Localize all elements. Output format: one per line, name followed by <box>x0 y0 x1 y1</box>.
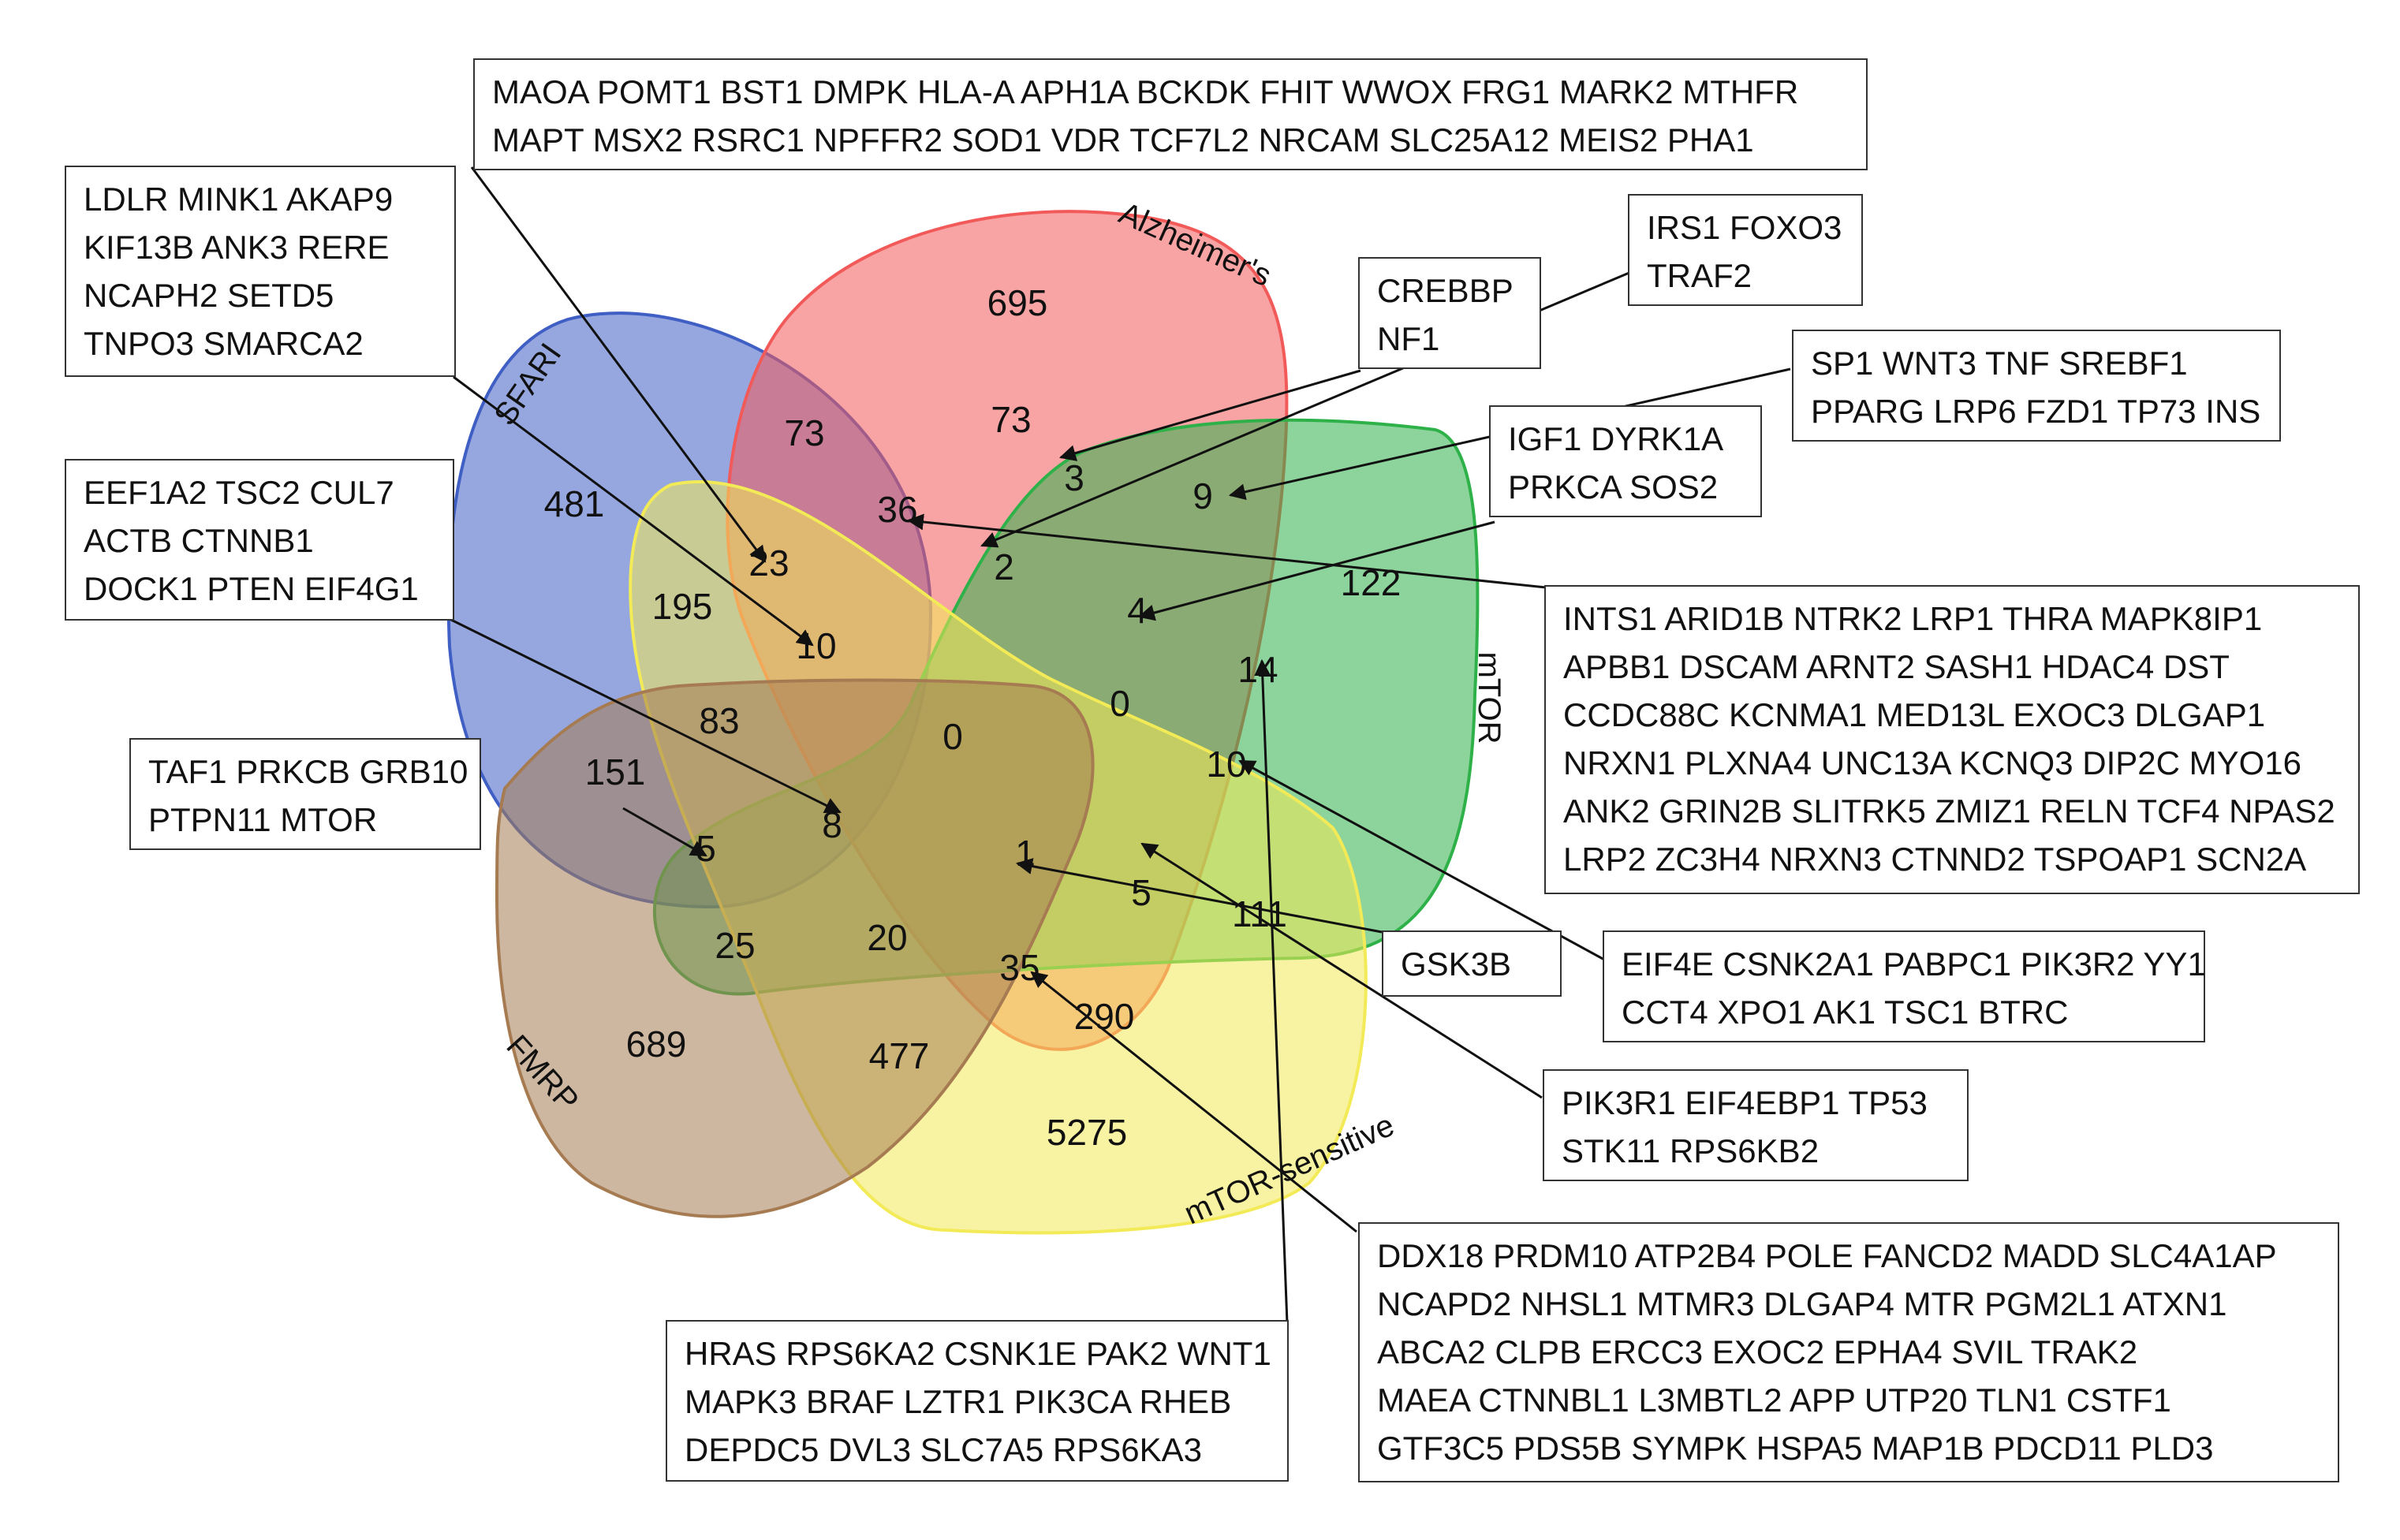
venn-region-counts: 695 73 73 481 36 3 9 23 2 195 10 4 122 1… <box>544 282 1402 1153</box>
region-count-83: 83 <box>699 700 739 741</box>
set-shape-fmrp <box>495 678 1095 1218</box>
gene-box-line: PRKCA SOS2 <box>1508 468 1719 505</box>
gene-box-line: ANK2 GRIN2B SLITRK5 ZMIZ1 RELN TCF4 NPAS… <box>1563 792 2335 830</box>
gene-box-line: DOCK1 PTEN EIF4G1 <box>84 570 419 607</box>
gene-box-line: HRAS RPS6KA2 CSNK1E PAK2 WNT1 <box>685 1335 1271 1372</box>
gene-box-line: CCDC88C KCNMA1 MED13L EXOC3 DLGAP1 <box>1563 696 2266 733</box>
region-count-alzheimers-mtor: 9 <box>1193 475 1213 516</box>
gene-box-line: MAOA POMT1 BST1 DMPK HLA-A APH1A BCKDK F… <box>492 73 1799 110</box>
gene-box-line: CREBBP <box>1377 272 1514 309</box>
region-count-alzheimers-only: 695 <box>987 282 1048 323</box>
pointer-line-eef1a2 <box>449 617 842 814</box>
gene-box-line: GSK3B <box>1401 945 1512 983</box>
region-count-alzheimers-fmrp: 73 <box>991 399 1031 440</box>
pointer-line-pik3r1 <box>1140 842 1543 1099</box>
gene-box-line: CCT4 XPO1 AK1 TSC1 BTRC <box>1622 994 2069 1031</box>
gene-box-eef1a2: EEF1A2 TSC2 CUL7 ACTB CTNNB1 DOCK1 PTEN … <box>65 459 454 621</box>
pointer-line-ddx18 <box>1030 971 1357 1233</box>
region-count-20: 20 <box>867 917 907 958</box>
gene-box-alzheimers-sfari: MAOA POMT1 BST1 DMPK HLA-A APH1A BCKDK F… <box>473 58 1868 170</box>
gene-box-line: ACTB CTNNB1 <box>84 522 314 559</box>
gene-box-pik3r1: PIK3R1 EIF4EBP1 TP53 STK11 RPS6KB2 <box>1543 1069 1969 1181</box>
gene-box-line: PIK3R1 EIF4EBP1 TP53 <box>1562 1084 1928 1121</box>
gene-box-line: APBB1 DSCAM ARNT2 SASH1 HDAC4 DST <box>1563 648 2230 685</box>
pointer-line-taf1 <box>622 807 707 857</box>
gene-box-line: KIF13B ANK3 RERE <box>84 229 390 266</box>
gene-box-line: LRP2 ZC3H4 NRXN3 CTNND2 TSPOAP1 SCN2A <box>1563 841 2307 878</box>
gene-box-line: INTS1 ARID1B NTRK2 LRP1 THRA MAPK8IP1 <box>1563 600 2263 637</box>
gene-box-line: TNPO3 SMARCA2 <box>84 325 364 362</box>
pointer-line-gsk3b <box>1015 858 1383 934</box>
gene-box-hras: HRAS RPS6KA2 CSNK1E PAK2 WNT1 MAPK3 BRAF… <box>666 1320 1289 1482</box>
gene-box-line: PTPN11 MTOR <box>148 801 378 838</box>
region-count-4: 4 <box>1127 590 1148 631</box>
gene-box-pointers <box>449 166 1791 1324</box>
gene-box-igf1: IGF1 DYRK1A PRKCA SOS2 <box>1489 405 1762 517</box>
region-count-mtor-sensitive-only: 5275 <box>1047 1112 1127 1153</box>
gene-box-line: NCAPH2 SETD5 <box>84 277 334 314</box>
region-count-5-left: 5 <box>696 828 716 869</box>
region-count-fmrp-mtor-sensitive: 477 <box>869 1035 930 1076</box>
region-count-sfari-only: 481 <box>544 483 605 524</box>
region-count-fmrp-only: 689 <box>626 1024 687 1065</box>
pointer-line-sfari-fmrp <box>453 375 814 647</box>
venn-set-shapes <box>446 210 1480 1235</box>
gene-box-line: LDLR MINK1 AKAP9 <box>84 181 394 218</box>
gene-box-line: IGF1 DYRK1A <box>1508 420 1724 457</box>
gene-box-line: EEF1A2 TSC2 CUL7 <box>84 474 394 511</box>
gene-box-line: DDX18 PRDM10 ATP2B4 POLE FANCD2 MADD SLC… <box>1377 1237 2277 1274</box>
gene-box-line: IRS1 FOXO3 <box>1647 209 1842 246</box>
region-count-5-right: 5 <box>1131 872 1151 913</box>
gene-box-line: TAF1 PRKCB GRB10 <box>148 753 468 790</box>
gene-box-line: NCAPD2 NHSL1 MTMR3 DLGAP4 MTR PGM2L1 ATX… <box>1377 1285 2227 1322</box>
gene-box-line: EIF4E CSNK2A1 PABPC1 PIK3R2 YY1 <box>1622 945 2206 983</box>
gene-box-gsk3b: GSK3B <box>1382 930 1562 997</box>
gene-box-line: MAPT MSX2 RSRC1 NPFFR2 SOD1 VDR TCF7L2 N… <box>492 121 1754 158</box>
region-count-10-left: 10 <box>796 625 836 666</box>
gene-box-line: NF1 <box>1377 320 1440 357</box>
region-count-0-right: 0 <box>1110 683 1130 724</box>
region-count-sfari-fmrp: 151 <box>585 751 646 792</box>
region-count-0-center: 0 <box>942 716 963 757</box>
region-count-35: 35 <box>999 947 1040 988</box>
gene-box-line: MAEA CTNNBL1 L3MBTL2 APP UTP20 TLN1 CSTF… <box>1377 1382 2171 1419</box>
gene-box-line: TRAF2 <box>1647 257 1752 294</box>
gene-box-ddx18: DDX18 PRDM10 ATP2B4 POLE FANCD2 MADD SLC… <box>1358 1222 2339 1482</box>
gene-box-eif4e: EIF4E CSNK2A1 PABPC1 PIK3R2 YY1 CCT4 XPO… <box>1603 930 2206 1042</box>
gene-box-line: MAPK3 BRAF LZTR1 PIK3CA RHEB <box>685 1383 1232 1420</box>
gene-box-line: GTF3C5 PDS5B SYMPK HSPA5 MAP1B PDCD11 PL… <box>1377 1430 2214 1467</box>
region-count-8: 8 <box>822 804 842 845</box>
gene-box-sp1: SP1 WNT3 TNF SREBF1 PPARG LRP6 FZD1 TP73… <box>1792 330 2281 442</box>
region-count-1: 1 <box>1015 833 1036 874</box>
set-label-mtor: mTOR <box>1472 651 1506 744</box>
gene-box-irs1: IRS1 FOXO3 TRAF2 <box>1628 194 1863 306</box>
region-count-sfari-mtor-sensitive: 195 <box>652 586 713 627</box>
region-count-10-right: 10 <box>1206 744 1246 785</box>
gene-box-taf1: TAF1 PRKCB GRB10 PTPN11 MTOR <box>129 738 481 850</box>
gene-box-line: NRXN1 PLXNA4 UNC13A KCNQ3 DIP2C MYO16 <box>1563 744 2301 781</box>
gene-box-line: PPARG LRP6 FZD1 TP73 INS <box>1811 393 2261 430</box>
pointer-line-igf1 <box>1137 520 1495 621</box>
pointer-line-eif4e <box>1238 759 1607 962</box>
gene-box-line: STK11 RPS6KB2 <box>1562 1132 1820 1169</box>
region-count-36: 36 <box>877 489 917 530</box>
gene-box-line: ABCA2 CLPB ERCC3 EXOC2 EPHA4 SVIL TRAK2 <box>1377 1333 2138 1370</box>
pointer-line-hras <box>1254 658 1289 1324</box>
gene-box-ints1: INTS1 ARID1B NTRK2 LRP1 THRA MAPK8IP1 AP… <box>1544 585 2360 894</box>
region-count-25: 25 <box>715 925 755 966</box>
region-count-mtor-mtor-sensitive: 111 <box>1232 893 1287 934</box>
gene-box-line: SP1 WNT3 TNF SREBF1 <box>1811 345 2188 382</box>
region-count-sfari-alzheimers: 73 <box>784 412 824 453</box>
pointer-line-alzheimers-sfari <box>470 166 767 563</box>
region-count-2: 2 <box>994 546 1014 587</box>
pointer-line-crebbp <box>1058 369 1361 461</box>
gene-box-crebbp: CREBBP NF1 <box>1358 257 1541 369</box>
gene-box-sfari-fmrp: LDLR MINK1 AKAP9 KIF13B ANK3 RERE NCAPH2… <box>65 166 456 377</box>
region-count-14: 14 <box>1237 649 1278 690</box>
pointer-line-ints1 <box>906 513 1547 589</box>
gene-box-line: DEPDC5 DVL3 SLC7A5 RPS6KA3 <box>685 1431 1202 1468</box>
region-count-3: 3 <box>1064 457 1084 498</box>
